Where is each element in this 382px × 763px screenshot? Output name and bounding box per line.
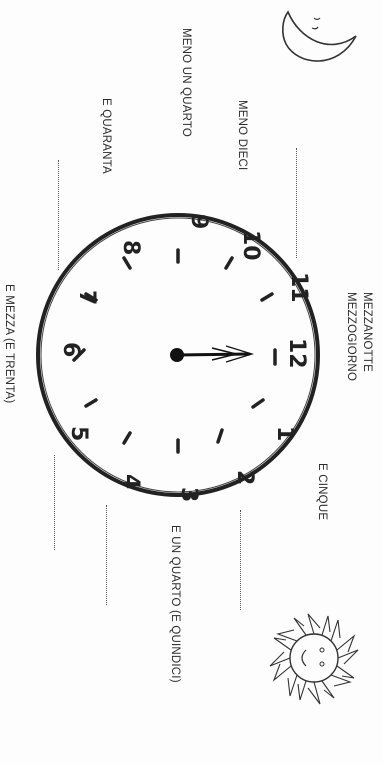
clock-number-1: 1 bbox=[272, 426, 297, 441]
clock-number-8: 8 bbox=[118, 240, 143, 255]
clock-number-6: 6 bbox=[58, 342, 83, 357]
smiling-sun-icon bbox=[270, 614, 358, 704]
clock-number-2: 2 bbox=[232, 470, 257, 485]
clock-number-5: 5 bbox=[66, 426, 91, 441]
clock-number-7: 7 bbox=[74, 290, 99, 305]
clock-number-12: 12 bbox=[284, 338, 309, 369]
clock-number-10: 10 bbox=[238, 230, 263, 261]
clock-number-3: 3 bbox=[176, 487, 201, 502]
clock-number-4: 4 bbox=[118, 474, 143, 489]
clock-number-9: 9 bbox=[186, 214, 211, 229]
clock-number-11: 11 bbox=[286, 272, 311, 303]
crescent-moon-icon bbox=[283, 12, 356, 61]
clock-hands bbox=[170, 346, 252, 362]
